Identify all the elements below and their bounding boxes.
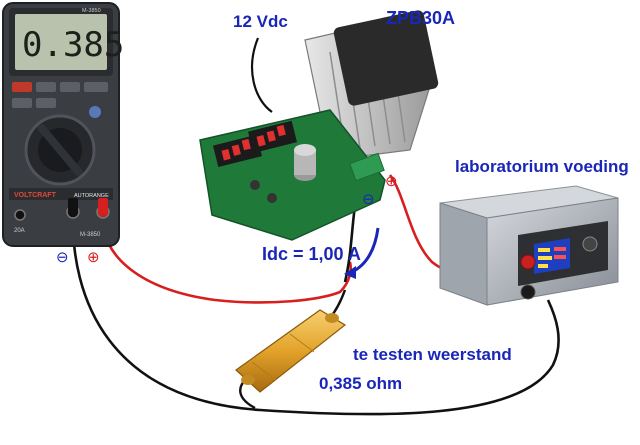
meter-buttons xyxy=(12,82,108,118)
meter-minus-symbol: ⊖ xyxy=(56,249,69,266)
meter-brand: VOLTCRAFT xyxy=(14,192,57,199)
meter-display-value: 0.385 xyxy=(22,25,124,65)
load-minus-symbol: ⊖ xyxy=(362,191,375,208)
resistor-body xyxy=(235,309,347,393)
meter-plus-symbol: ⊕ xyxy=(87,249,100,266)
supply-post-black xyxy=(520,284,536,300)
meter-jack-label: 20A xyxy=(14,228,25,234)
load-module-label: ZPB30A xyxy=(386,8,456,28)
multimeter: 0.385 M-3850 VOLTCRAFT AUTORANGE 20A M-3… xyxy=(2,2,124,247)
resistance-label: 0,385 ohm xyxy=(319,374,403,393)
meter-model-bottom: M-3850 xyxy=(80,232,101,238)
meter-jack-20a xyxy=(14,209,26,221)
supply-knob xyxy=(582,236,598,252)
supply-cable xyxy=(250,37,273,113)
load-terminal xyxy=(349,152,385,182)
load-plus-symbol: ⊕ xyxy=(385,173,398,190)
current-label: Idc = 1,00 A xyxy=(262,244,361,264)
resistor-label: te testen weerstand xyxy=(353,345,512,364)
power-resistor xyxy=(235,309,347,393)
load-displays xyxy=(212,120,297,167)
lab-supply-label: laboratorium voeding xyxy=(455,157,629,176)
fan xyxy=(333,10,439,106)
meter-black-lead xyxy=(71,209,560,416)
electronic-load xyxy=(199,10,439,241)
supply-voltage-label: 12 Vdc xyxy=(233,12,288,31)
supply-side xyxy=(439,202,488,306)
supply-post-red xyxy=(520,254,536,270)
lab-power-supply xyxy=(439,185,619,306)
meter-model-top: M-3850 xyxy=(82,8,101,14)
meter-red-lead xyxy=(101,214,352,304)
meter-display xyxy=(15,14,107,70)
meter-autorange: AUTORANGE xyxy=(74,193,109,199)
current-arrowhead-icon xyxy=(344,266,356,279)
